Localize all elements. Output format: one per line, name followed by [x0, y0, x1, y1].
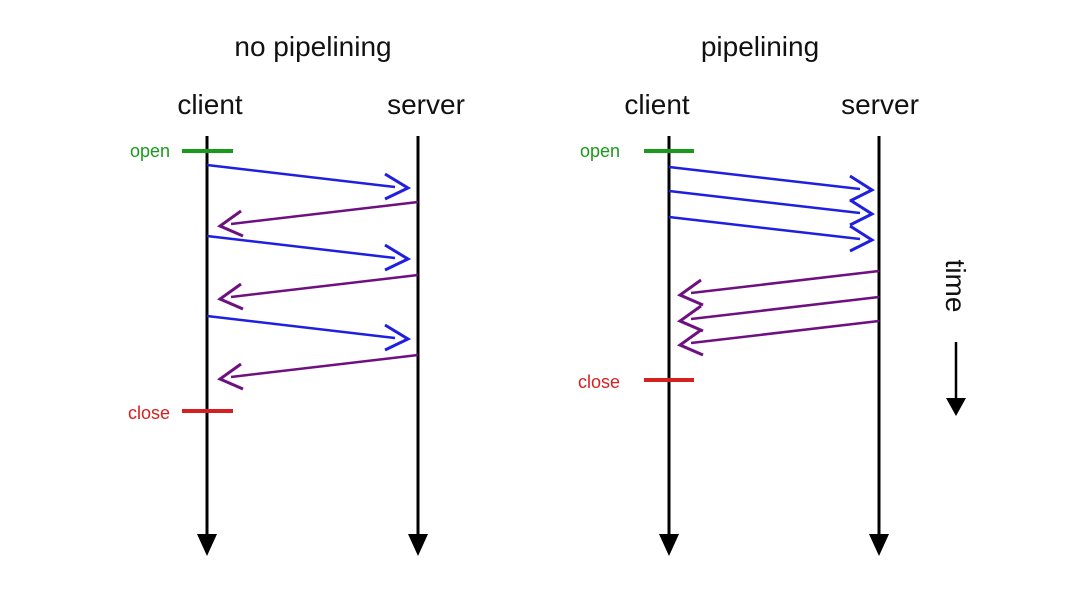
- response-arrow: [676, 295, 880, 333]
- client-label: client: [177, 89, 243, 120]
- server-timeline-arrowhead: [408, 534, 428, 556]
- server-timeline-arrowhead: [869, 534, 889, 556]
- panel-pipelining: pipelining client server open close: [578, 31, 919, 556]
- panel-no-pipelining: no pipelining client server open close: [128, 31, 465, 556]
- response-arrow: [216, 200, 419, 238]
- open-label: open: [580, 141, 620, 161]
- time-label: time: [940, 260, 971, 313]
- time-arrowhead: [946, 398, 966, 416]
- request-arrow: [668, 189, 876, 227]
- request-arrow: [668, 165, 876, 203]
- time-axis: time: [940, 260, 971, 416]
- request-arrow: [206, 314, 412, 352]
- response-arrow: [216, 273, 419, 311]
- request-arrow: [206, 163, 412, 201]
- server-label: server: [841, 89, 919, 120]
- client-timeline-arrowhead: [659, 534, 679, 556]
- panel-title: no pipelining: [234, 31, 391, 62]
- close-label: close: [578, 372, 620, 392]
- open-label: open: [130, 141, 170, 161]
- client-timeline-arrowhead: [197, 534, 217, 556]
- server-label: server: [387, 89, 465, 120]
- response-arrow: [676, 269, 880, 307]
- request-arrow: [206, 234, 412, 272]
- panel-title: pipelining: [701, 31, 819, 62]
- response-arrow: [676, 319, 880, 357]
- close-label: close: [128, 403, 170, 423]
- request-arrow: [668, 215, 876, 253]
- response-arrow: [216, 353, 419, 391]
- client-label: client: [624, 89, 690, 120]
